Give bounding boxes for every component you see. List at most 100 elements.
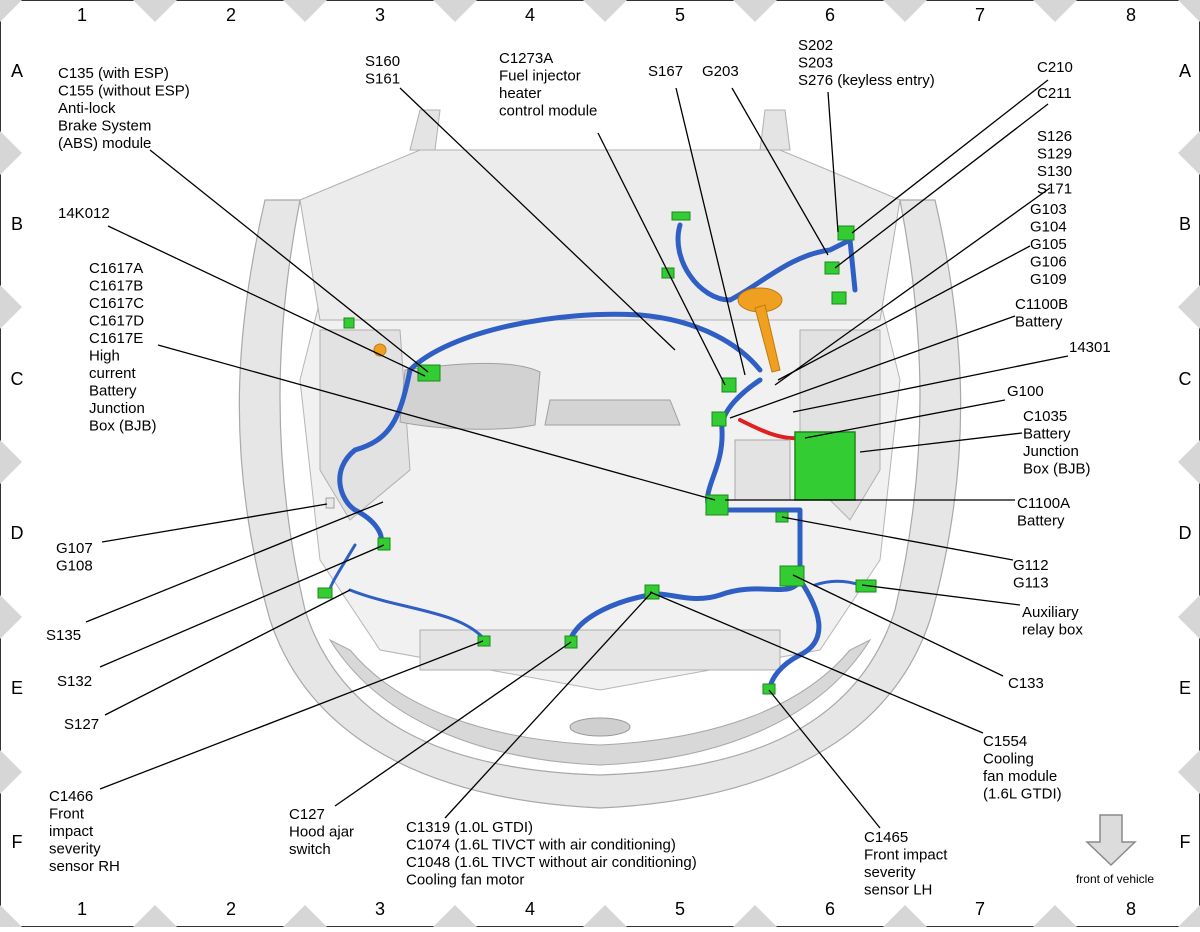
grid-col-top-4: 4 <box>525 5 535 25</box>
callout-c1466-line: sensor RH <box>49 858 120 875</box>
grid-row-left-E: E <box>11 678 23 698</box>
bumper-outline <box>238 199 962 809</box>
marker-left-0 <box>0 0 22 22</box>
callout-c127-line: C127 <box>289 806 325 823</box>
callout-c1100b-line: Battery <box>1015 314 1063 331</box>
ground-strap <box>373 287 783 373</box>
connector-c1100b <box>711 411 727 427</box>
marker-right-6 <box>1178 905 1200 932</box>
harness-top <box>675 222 858 303</box>
callout-s167: S167 <box>648 63 683 80</box>
callout-c133-line: C133 <box>1008 675 1044 692</box>
leader-g112 <box>781 516 1014 561</box>
leader-s126 <box>774 187 1051 386</box>
callout-g100: G100 <box>1007 383 1044 400</box>
leader-aux <box>861 584 1021 606</box>
callout-c1035-line: Battery <box>1023 426 1071 443</box>
marker-bottom-6 <box>1033 905 1077 927</box>
leader-lines <box>85 79 1069 829</box>
callout-c211-line: C211 <box>1037 85 1072 102</box>
callout-c1466-line: Front <box>49 806 85 823</box>
marker-top-6 <box>1033 0 1077 22</box>
grid-col-top-7: 7 <box>975 5 985 25</box>
callout-abs: C135 (with ESP)C155 (without ESP)Anti-lo… <box>58 65 190 152</box>
leader-g203 <box>731 87 829 256</box>
grid-col-bottom-7: 7 <box>975 899 985 919</box>
callout-bjb-hc-line: Junction <box>89 400 145 417</box>
connector-g107 <box>325 497 335 509</box>
callout-abs-line: C155 (without ESP) <box>58 83 190 100</box>
grid-col-bottom-5: 5 <box>675 899 685 919</box>
callout-c1273a-line: Fuel injector <box>499 68 581 85</box>
callout-g103-line: G103 <box>1030 201 1067 218</box>
grid-col-bottom-2: 2 <box>226 899 236 919</box>
marker-top-2 <box>433 0 477 22</box>
leader-p14301 <box>792 355 1069 413</box>
callout-c1035-line: Junction <box>1023 443 1079 460</box>
windshield-pillar-left <box>409 109 441 151</box>
leader-g100 <box>804 399 1006 439</box>
callout-g112-line: G113 <box>1013 575 1049 592</box>
grid-row-right-C: C <box>1179 369 1192 389</box>
marker-right-2 <box>1178 285 1200 329</box>
marker-left-3 <box>0 440 22 484</box>
front-of-vehicle-label: front of vehicle <box>1076 872 1154 886</box>
grid-col-top-2: 2 <box>226 5 236 25</box>
callout-g100-line: G100 <box>1007 383 1044 400</box>
callout-c1273a-line: C1273A <box>499 50 553 67</box>
callout-s135: S135 <box>46 627 81 644</box>
grid-row-left-C: C <box>11 369 24 389</box>
callout-g103-line: G104 <box>1030 219 1067 236</box>
callout-s167-line: S167 <box>648 63 683 80</box>
callout-c1035-line: Box (BJB) <box>1023 461 1091 478</box>
callout-p14301: 14301 <box>1069 339 1111 356</box>
grid-row-right-F: F <box>1180 832 1191 852</box>
marker-bottom-3 <box>583 905 627 927</box>
callout-c1466-line: impact <box>49 823 94 840</box>
marker-bottom-2 <box>433 905 477 927</box>
marker-top-5 <box>883 0 927 22</box>
harness-right-front <box>767 577 822 693</box>
callout-c1319-line: C1074 (1.6L TIVCT with air conditioning) <box>406 837 676 854</box>
callout-g203-line: G203 <box>702 63 739 80</box>
marker-top-4 <box>733 0 777 22</box>
callout-g103-line: G109 <box>1030 271 1067 288</box>
grid-row-right-B: B <box>1179 214 1191 234</box>
callout-c1466-line: C1466 <box>49 788 93 805</box>
grid-col-bottom-3: 3 <box>375 899 385 919</box>
leader-bjb-hc <box>157 344 716 501</box>
leader-s160 <box>399 87 676 351</box>
callout-k012-line: 14K012 <box>58 205 110 222</box>
grid-col-top-6: 6 <box>825 5 835 25</box>
callout-abs-line: (ABS) module <box>58 135 151 152</box>
callout-s132-line: S132 <box>57 673 92 690</box>
callout-bjb-hc-line: C1617B <box>89 278 143 295</box>
harness-cowl <box>407 311 763 373</box>
grid-col-top-1: 1 <box>77 5 87 25</box>
leader-c127 <box>334 641 572 807</box>
callout-c1273a-line: heater <box>499 85 542 102</box>
callout-c211: C211 <box>1037 85 1072 102</box>
leader-c1319 <box>444 591 653 819</box>
callout-c1319-line: C1319 (1.0L GTDI) <box>406 819 533 836</box>
callout-c1100a-line: Battery <box>1017 513 1065 530</box>
marker-left-1 <box>0 131 22 175</box>
connector-c211 <box>824 261 840 275</box>
leader-k012 <box>107 225 426 377</box>
callout-c127-line: switch <box>289 841 331 858</box>
callout-c1100b-line: C1100B <box>1015 296 1068 313</box>
callout-bjb-hc-line: C1617E <box>89 330 143 347</box>
connector-aux-relay <box>779 565 805 587</box>
firewall <box>299 149 901 321</box>
leader-c210 <box>851 79 1049 234</box>
callout-bjb-hc-line: C1617A <box>89 260 143 277</box>
